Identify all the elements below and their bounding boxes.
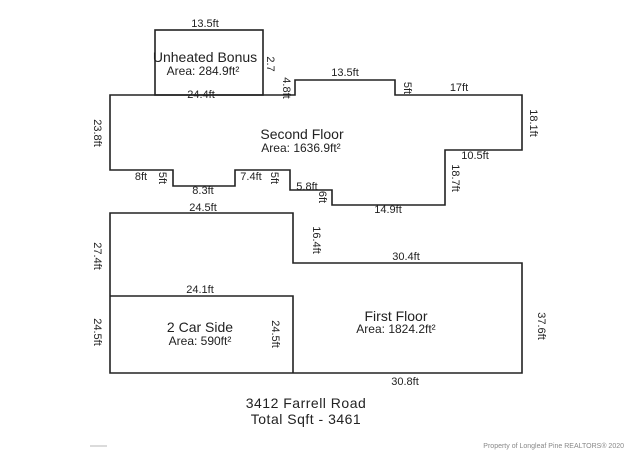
dim-bottom-6ft: 6ft [316,191,328,203]
dim-garage-top: 24.1ft [186,284,214,296]
dim-first-left: 27.4ft [91,242,103,270]
dim-garage-left: 24.5ft [91,318,103,346]
dim-first-right: 37.6ft [535,312,547,340]
dim-bottom-7-4ft: 7.4ft [240,171,261,183]
dim-bonus-right: 2.7 [264,56,276,71]
first-floor-name: First Floor [365,308,428,324]
first-floor-area: Area: 1824.2ft² [356,322,435,336]
dim-first-bottom: 30.8ft [391,376,419,388]
dim-first-top: 24.5ft [189,202,217,214]
second-floor-name: Second Floor [260,126,344,142]
dim-step-right: 5ft [401,82,413,94]
garage-area: Area: 590ft² [169,334,232,348]
dim-bonus-top: 13.5ft [191,18,219,30]
dim-bottom-14-9ft: 14.9ft [374,204,402,216]
dim-first-top-right: 30.4ft [392,251,420,263]
dim-bottom-5ft-b: 5ft [268,172,280,184]
dim-second-left: 23.8ft [91,119,103,147]
dim-second-top-right: 17ft [450,82,468,94]
bonus-room-name: Unheated Bonus [153,49,257,65]
dim-bottom-8-3ft: 8.3ft [192,185,213,197]
dim-first-step: 16.4ft [310,226,322,254]
first-floor-outline [109,212,523,374]
watermark: Property of Longleaf Pine REALTORS® 2020 [483,442,624,450]
bonus-room-area: Area: 284.9ft² [167,64,240,78]
garage-name: 2 Car Side [167,319,233,335]
total-sqft-caption: Total Sqft - 3461 [251,411,361,427]
dim-second-right: 18.1ft [527,109,539,137]
dim-bottom-5-8ft: 5.8ft [296,181,317,193]
dim-bottom-8ft: 8ft [135,171,147,183]
dim-notch-right-h: 18.7ft [449,164,461,192]
dim-bottom-5ft-a: 5ft [156,172,168,184]
dim-second-top-mid: 13.5ft [331,67,359,79]
second-floor-outline [109,79,523,206]
garage-outline [110,295,294,373]
address-caption: 3412 Farrell Road [246,395,367,411]
dim-bonus-bottom: 24.4ft [187,89,215,101]
second-floor-area: Area: 1636.9ft² [261,141,340,155]
dim-garage-right: 24.5ft [269,320,281,348]
dim-notch-right-w: 10.5ft [461,150,489,162]
dim-step-left: 4.8ft [280,77,292,98]
